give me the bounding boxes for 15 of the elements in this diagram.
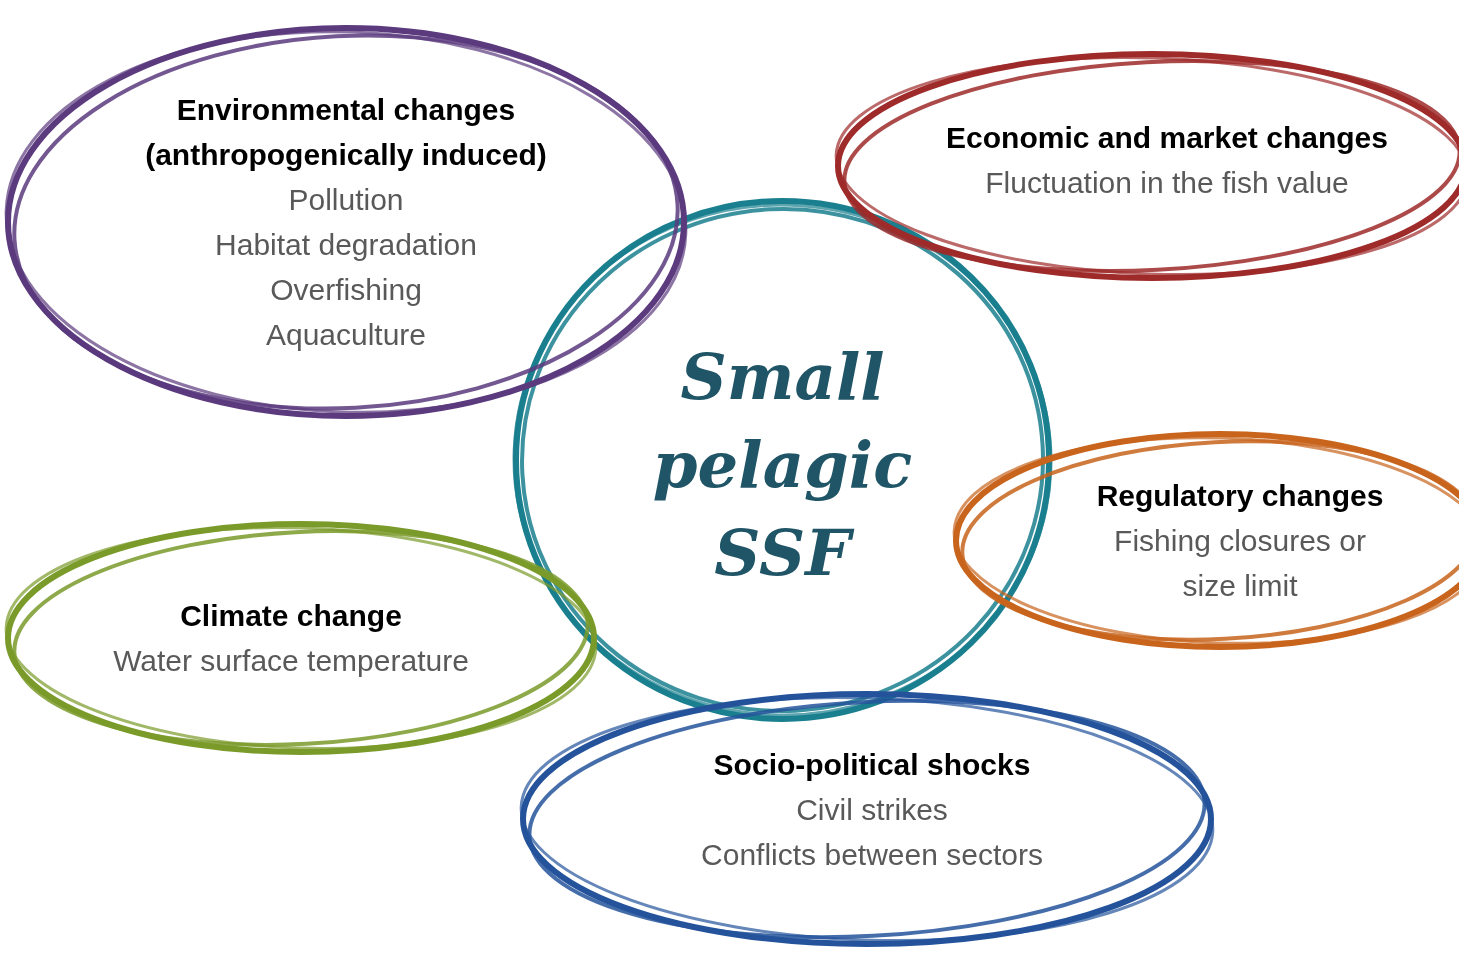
factor-text: Overfishing: [270, 272, 422, 308]
category-heading: Regulatory changes: [1096, 478, 1384, 514]
category-heading: Economic and market changes: [946, 120, 1388, 156]
factor-text: Water surface temperature: [113, 643, 469, 679]
category-heading: Climate change: [180, 598, 402, 634]
factor-text: Conflicts between sectors: [701, 836, 1043, 873]
center-title: Small pelagic SSF: [651, 338, 914, 592]
factor-text: Fluctuation in the fish value: [985, 165, 1349, 201]
factor-text: Civil strikes: [796, 791, 948, 828]
factor-text: Habitat degradation: [215, 227, 477, 263]
factor-text: Fishing closures or size limit: [1113, 523, 1367, 604]
factor-text: Aquaculture: [265, 317, 427, 353]
category-heading: Environmental changes (anthropogenically induced): [144, 92, 548, 173]
factor-text: Pollution: [288, 182, 404, 218]
category-heading: Socio-political shocks: [713, 746, 1031, 783]
